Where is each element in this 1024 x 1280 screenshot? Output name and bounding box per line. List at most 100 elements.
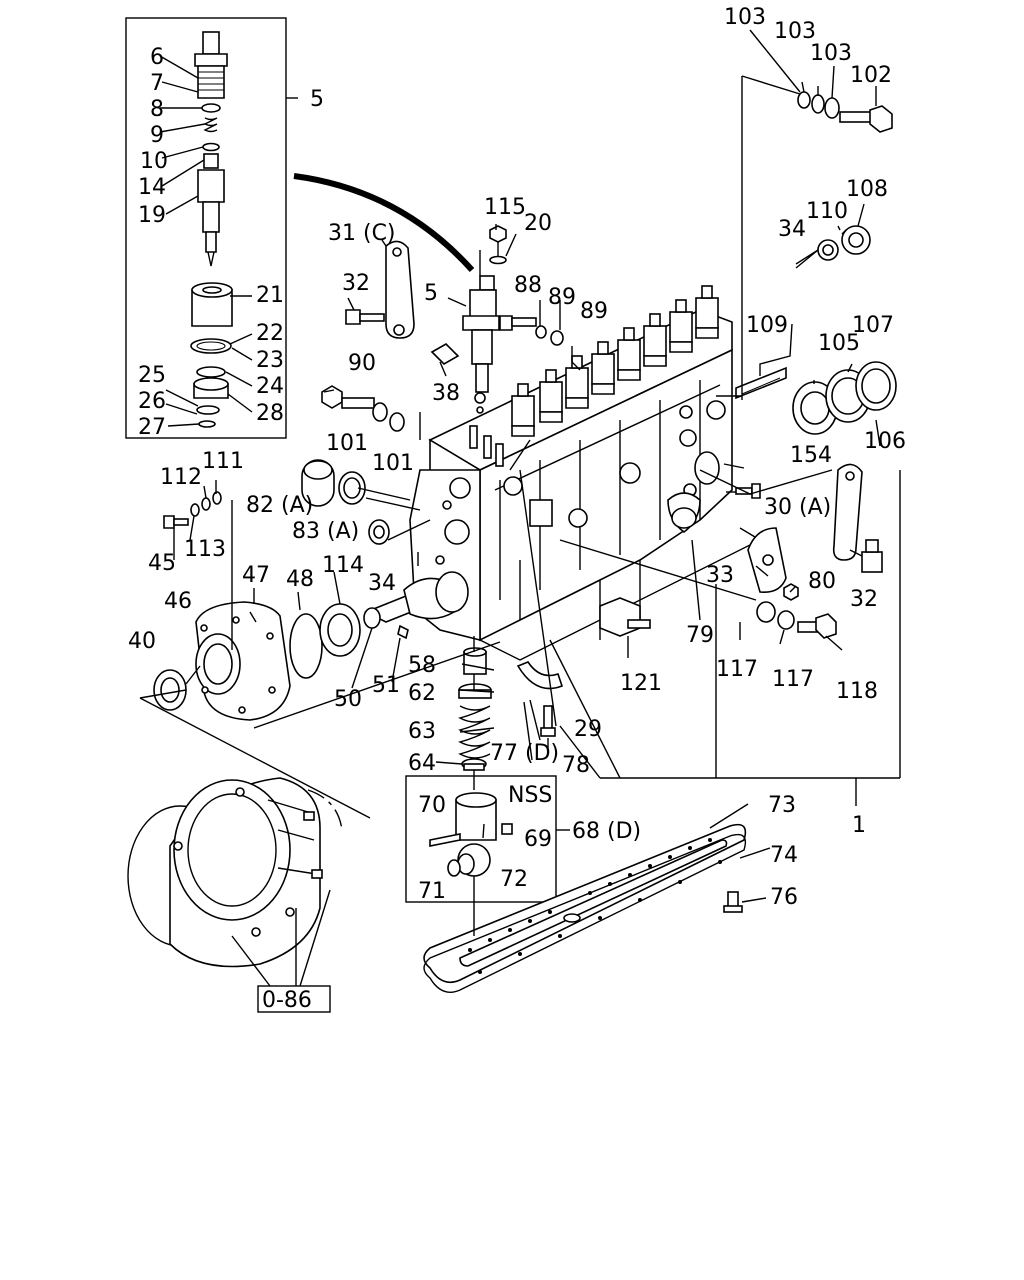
inset-box-tappet: [405, 775, 570, 903]
part-78-bolt: [540, 705, 556, 737]
part-112-washer: [201, 497, 211, 511]
part-103-washer-b: [811, 94, 825, 114]
label-38: 38: [432, 381, 460, 406]
part-103-washer-c: [824, 97, 840, 119]
part-77d-half-ring: [516, 661, 564, 690]
label-34-left: 34: [368, 571, 396, 596]
label-1: 1: [852, 813, 866, 838]
label-105: 105: [818, 331, 860, 356]
label-115: 115: [484, 195, 526, 220]
part-73-74-oil-pan: [423, 823, 747, 993]
part-117-washer-b: [777, 610, 795, 630]
label-50: 50: [334, 687, 362, 712]
part-154-bracket: [832, 463, 863, 561]
part-48-o-ring: [289, 613, 323, 679]
label-51: 51: [372, 673, 400, 698]
part-32-bolt-right: [861, 539, 883, 573]
part-31c-bracket: [385, 240, 415, 339]
part-110-pin: [841, 229, 847, 235]
part-76-bolt: [723, 891, 743, 913]
label-74: 74: [770, 843, 798, 868]
label-63: 63: [408, 719, 436, 744]
part-34-bushing-left: [368, 519, 390, 545]
label-62: 62: [408, 681, 436, 706]
label-14: 14: [138, 175, 166, 200]
part-109-rack: [735, 366, 787, 400]
label-77d: 77 (D): [490, 741, 559, 766]
label-103b: 103: [774, 19, 816, 44]
part-113-washer: [190, 503, 200, 517]
label-ref-0-86: 0-86: [262, 988, 312, 1013]
part-9-spring: [203, 117, 218, 133]
label-88: 88: [514, 273, 542, 298]
part-114-bearing: [319, 603, 361, 657]
label-7: 7: [150, 71, 164, 96]
part-117-washer-a: [756, 601, 776, 623]
part-labels: 6 7 8 9 10 14 19 21 22 23 24 25 26 27 28…: [128, 5, 906, 1013]
part-32-bolt-top: [345, 309, 385, 325]
ref-box: [257, 985, 331, 1013]
part-102-bolt: [839, 105, 893, 133]
label-89a: 89: [548, 285, 576, 310]
label-103a: 103: [724, 5, 766, 30]
label-107: 107: [852, 313, 894, 338]
label-109: 109: [746, 313, 788, 338]
label-23: 23: [256, 348, 284, 373]
label-19: 19: [138, 203, 166, 228]
label-45: 45: [148, 551, 176, 576]
label-32-top: 32: [342, 271, 370, 296]
part-88-bolt: [499, 315, 537, 331]
label-90: 90: [348, 351, 376, 376]
label-30a: 30 (A): [764, 495, 831, 520]
label-76: 76: [770, 885, 798, 910]
label-47: 47: [242, 563, 270, 588]
part-19-body: [197, 169, 225, 267]
part-28-collar: [193, 377, 229, 399]
label-110: 110: [806, 199, 848, 224]
label-32-right: 32: [850, 587, 878, 612]
label-79: 79: [686, 623, 714, 648]
label-64: 64: [408, 751, 436, 776]
part-101-washer-b: [389, 412, 405, 432]
label-8: 8: [150, 97, 164, 122]
part-38-clip: [430, 343, 460, 365]
part-45-screw: [163, 515, 189, 529]
part-5-holder-assembly: [430, 225, 507, 414]
label-73: 73: [768, 793, 796, 818]
part-21-sleeve: [191, 282, 233, 327]
label-111: 111: [202, 449, 244, 474]
part-89-washer-a: [535, 325, 547, 339]
label-6: 6: [150, 45, 164, 70]
part-24-ring: [196, 366, 226, 378]
part-27-ring: [198, 420, 216, 428]
part-26-ring: [196, 405, 220, 415]
label-101a: 101: [326, 431, 368, 456]
label-34-top: 34: [778, 217, 806, 242]
label-102: 102: [850, 63, 892, 88]
label-108: 108: [846, 177, 888, 202]
label-20: 20: [524, 211, 552, 236]
label-nss: NSS: [508, 783, 552, 808]
part-6-holder: [194, 31, 228, 99]
label-28: 28: [256, 401, 284, 426]
part-115-nut: [489, 225, 507, 243]
oil-pan-holes: [468, 838, 722, 974]
label-113: 113: [184, 537, 226, 562]
label-70: 70: [418, 793, 446, 818]
part-8-washer: [201, 103, 221, 113]
part-71-bushing: [447, 859, 461, 877]
part-83a-seal: [338, 471, 366, 505]
label-40: 40: [128, 629, 156, 654]
label-31c: 31 (C): [328, 221, 396, 246]
part-89-washer-b: [550, 330, 564, 346]
label-21: 21: [256, 283, 284, 308]
part-20-washer: [489, 255, 507, 265]
label-121: 121: [620, 671, 662, 696]
label-33: 33: [706, 563, 734, 588]
part-63-spring: [458, 705, 491, 759]
part-62-seat: [458, 683, 492, 699]
callout-curve: [293, 173, 475, 273]
part-101-washer-a: [372, 402, 388, 422]
label-154: 154: [790, 443, 832, 468]
